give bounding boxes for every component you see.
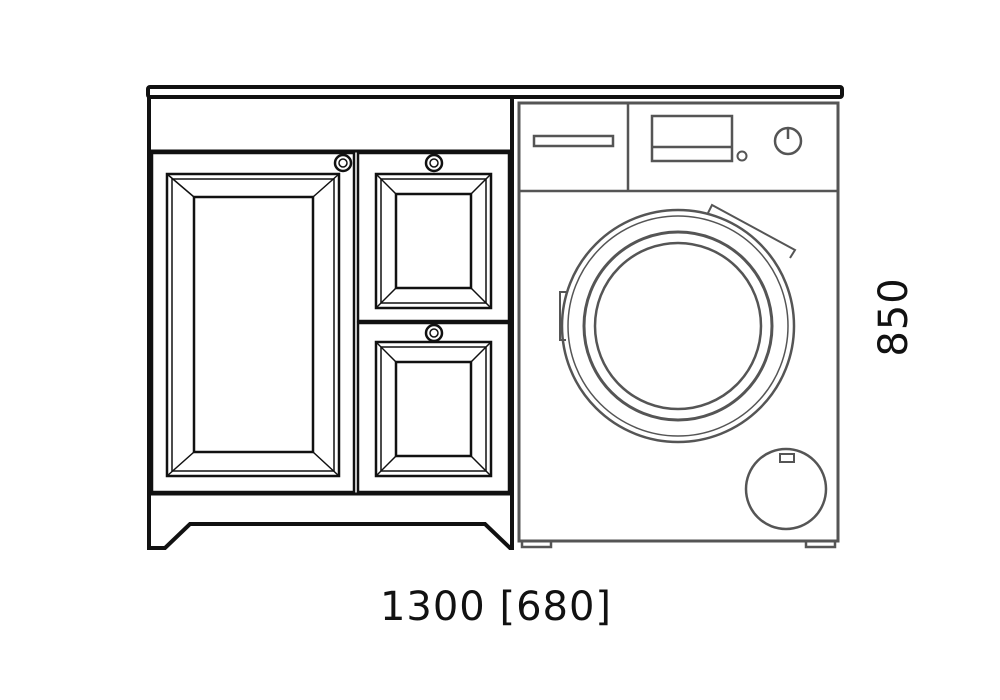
- lower-drawer: [356, 321, 511, 494]
- upper-drawer-knob: [424, 153, 444, 173]
- washer-body: [517, 101, 840, 543]
- countertop: [146, 85, 844, 99]
- washing-machine: [517, 101, 840, 549]
- filter-hatch: [744, 447, 828, 531]
- washer-foot-left: [520, 539, 553, 549]
- washer-display: [650, 114, 734, 163]
- lower-drawer-knob: [424, 323, 444, 343]
- left-door: [150, 151, 356, 494]
- cabinet-outline: [147, 97, 514, 550]
- washer-door: [559, 203, 797, 444]
- detergent-drawer: [532, 134, 615, 148]
- upper-drawer: [356, 151, 511, 323]
- vanity-cabinet: [147, 97, 514, 550]
- washer-button: [736, 150, 748, 162]
- washer-foot-right: [804, 539, 837, 549]
- program-knob: [773, 126, 803, 156]
- left-door-knob: [333, 153, 353, 173]
- width-dimension-label: 1300 [680]: [380, 584, 612, 630]
- height-dimension-label: 850: [871, 277, 917, 356]
